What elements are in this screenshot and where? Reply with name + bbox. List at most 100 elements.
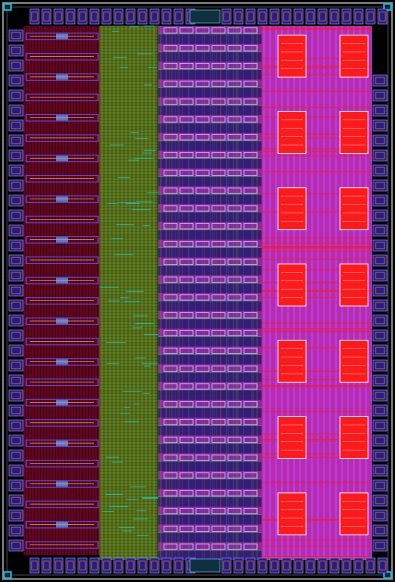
cell-row-gap — [158, 176, 262, 187]
io-pad-contact — [283, 560, 290, 571]
io-pad-contact — [375, 541, 385, 550]
cell-instance — [179, 312, 194, 319]
io-pad — [281, 557, 292, 574]
cell-instance — [163, 329, 178, 337]
cell-row-band — [158, 382, 262, 391]
cell-instance — [195, 258, 210, 265]
io-pad-contact — [11, 211, 21, 220]
cell-row-gap — [158, 390, 262, 400]
cell-instance — [195, 80, 210, 87]
io-pad-contact — [151, 11, 158, 22]
cell-instance — [211, 45, 226, 52]
left-block-row — [25, 256, 99, 264]
left-block-tap — [56, 522, 68, 528]
io-pad-contact — [43, 560, 50, 571]
io-pad-contact — [247, 11, 254, 22]
io-pad — [245, 557, 256, 574]
io-pad-contact — [375, 76, 385, 85]
cell-instance — [195, 401, 210, 408]
io-pad-contact — [175, 560, 182, 571]
cell-row-gap — [158, 461, 262, 471]
cell-instance — [243, 27, 258, 34]
right-macro-block — [261, 26, 372, 560]
io-pad-contact — [11, 496, 21, 505]
cell-instance — [179, 27, 194, 34]
left-block-fill — [24, 26, 100, 555]
io-pad — [372, 494, 388, 507]
left-block-tap — [56, 399, 68, 406]
cell-instance — [179, 507, 194, 515]
cell-instance — [211, 187, 226, 194]
cell-instance — [195, 134, 210, 141]
io-pad — [293, 8, 304, 25]
cell-instance — [163, 187, 178, 194]
right-macro — [277, 263, 307, 307]
io-pad-contact — [355, 560, 362, 571]
cell-instance — [227, 169, 242, 176]
io-pad-contact — [375, 106, 385, 115]
cell-instance — [227, 116, 242, 123]
io-pad — [372, 224, 388, 237]
io-pad — [372, 149, 388, 162]
cell-row-gap — [158, 212, 262, 222]
io-pad — [8, 239, 24, 252]
cell-instance — [211, 276, 226, 283]
cell-row-band — [158, 524, 262, 533]
io-pad-contact — [11, 76, 21, 85]
io-pad — [372, 179, 388, 192]
io-pad — [65, 557, 76, 574]
cell-row-band — [158, 399, 262, 408]
cell-instance — [179, 294, 194, 301]
io-pad — [161, 8, 172, 25]
left-block-row — [25, 114, 99, 122]
io-pad-contact — [375, 391, 385, 400]
io-pad — [8, 464, 24, 477]
io-pad-contact — [11, 451, 21, 460]
cell-instance — [211, 436, 226, 443]
io-pad-contact — [343, 560, 350, 571]
io-pad-contact — [67, 11, 74, 22]
io-pad-contact — [223, 11, 230, 22]
cell-instance — [243, 80, 258, 87]
left-block-tap — [56, 74, 68, 80]
io-pad — [8, 494, 24, 507]
cell-instance — [243, 116, 258, 123]
cell-instance — [179, 169, 194, 176]
cell-row-band — [158, 471, 262, 480]
cell-instance — [179, 205, 194, 212]
io-pad-contact — [11, 466, 21, 475]
io-pad — [101, 8, 112, 25]
io-pad — [372, 329, 388, 342]
cell-instance — [243, 258, 258, 265]
cell-row-gap — [158, 318, 262, 329]
cell-row-gap — [158, 372, 262, 382]
io-pad-contact — [11, 346, 21, 355]
left-block-row — [25, 32, 99, 41]
io-pad-contact — [11, 271, 21, 280]
left-block-row — [25, 358, 99, 366]
left-block-tap — [56, 359, 68, 365]
cell-row-band — [158, 26, 262, 35]
io-pad — [305, 557, 316, 574]
io-pad-contact — [11, 196, 21, 205]
io-pad — [341, 557, 352, 574]
cell-instance — [211, 454, 226, 461]
io-pad-contact — [271, 11, 278, 22]
io-pad — [372, 194, 388, 207]
cell-instance — [195, 454, 210, 461]
io-pad-contact — [375, 91, 385, 100]
cell-instance — [163, 240, 178, 248]
cell-row-band — [158, 150, 262, 159]
left-block-tap — [56, 481, 68, 487]
cell-instance — [211, 80, 226, 87]
right-macro — [339, 187, 369, 231]
io-pad-contact — [91, 560, 98, 571]
cell-instance — [227, 151, 242, 159]
io-pad-contact — [11, 436, 21, 445]
cell-instance — [227, 45, 242, 52]
io-pad-contact — [31, 560, 38, 571]
cell-instance — [211, 134, 226, 141]
left-block-row — [25, 73, 99, 81]
io-pad-contact — [11, 151, 21, 160]
io-pad-contact — [271, 560, 278, 571]
